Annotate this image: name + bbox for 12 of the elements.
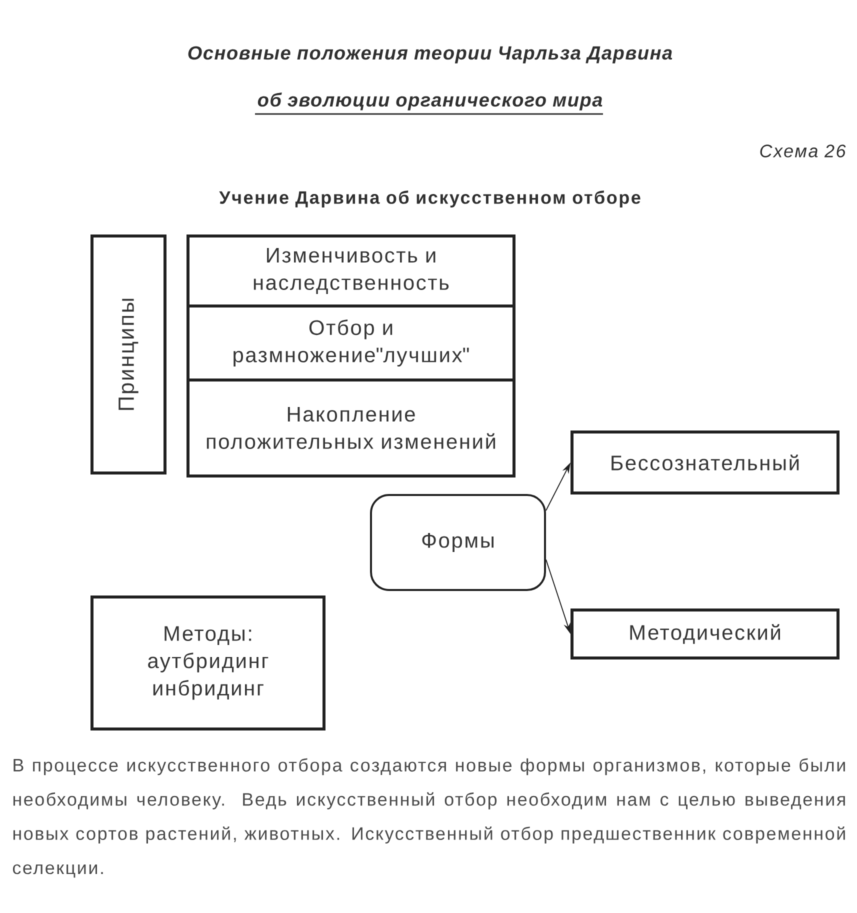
text-box: Методы: аутбридинг инбридинг	[90, 596, 326, 730]
scheme-number: Схема 26	[760, 144, 846, 158]
vertical-box: Принципы	[90, 234, 166, 474]
text-box: Бессознательный	[570, 430, 840, 494]
text-box: Накопление положительных изменений	[186, 378, 516, 478]
paragraph: В процессе искусственного отбора создаются новые формы организмов, которые были необходимы человеку. Ведь искусственный отбор необходим нам с целью выведения новых сортов растений, животных. Искусственный отбор предшественник современной селекции.	[12, 758, 845, 878]
text-box: Изменчивость и наследственность	[186, 234, 516, 308]
text-box: Отбор и размножение"лучших"	[186, 304, 516, 382]
text-box: Методический	[570, 608, 840, 660]
heading: Основные положения теории Чарльза Дарвина об эволюции органического мира	[188, 46, 672, 115]
subheading: Учение Дарвина об искусственном отборе	[219, 190, 640, 208]
rounded-box: Формы	[370, 494, 546, 591]
